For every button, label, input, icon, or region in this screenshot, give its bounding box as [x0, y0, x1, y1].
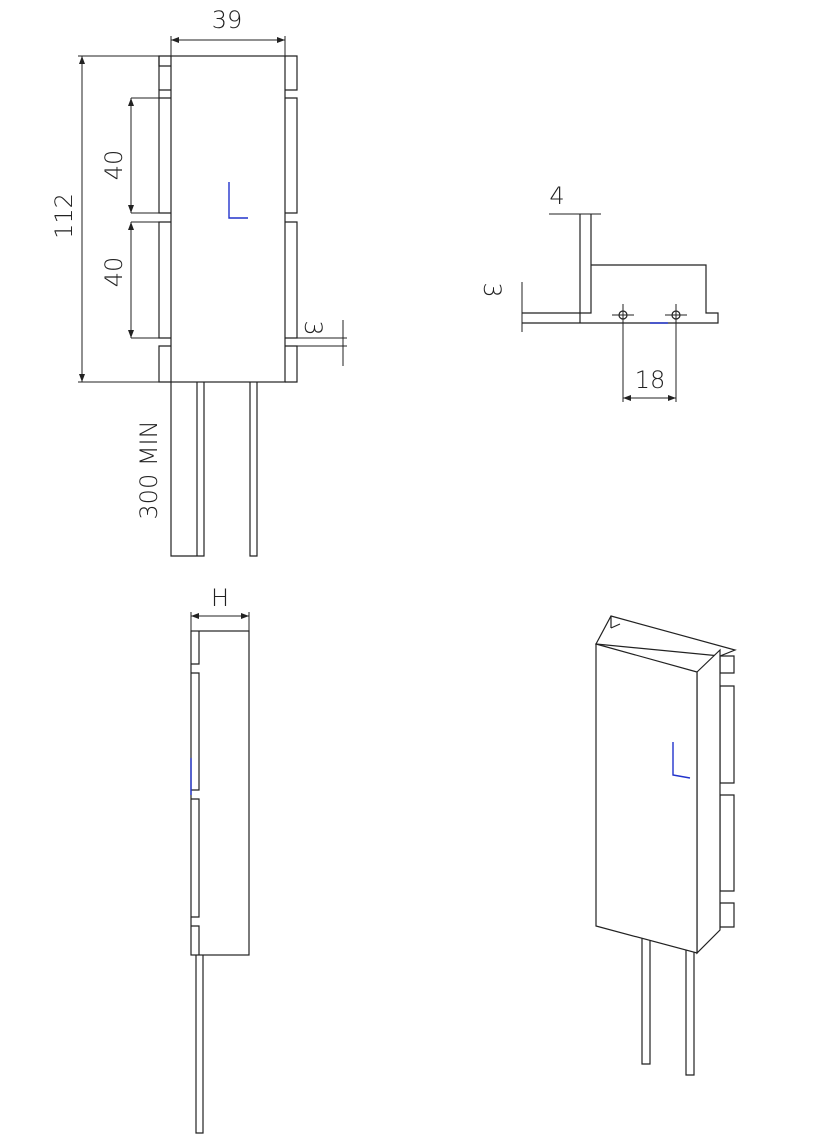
- lead-left: [170, 382, 205, 557]
- pitch-label-2: 40: [100, 257, 128, 288]
- iso-right-face: [696, 648, 721, 955]
- lead-length-label: 300 MIN: [135, 420, 163, 519]
- hole-spacing-label: 18: [635, 366, 666, 394]
- iso-front-face: [595, 643, 698, 954]
- iso-top-face: [595, 615, 737, 657]
- iso-lead-2: [685, 940, 695, 1076]
- side-lead: [195, 955, 204, 1134]
- iso-lead-1: [641, 925, 651, 1065]
- width-label: 39: [212, 6, 243, 34]
- wall-label: 4: [549, 182, 564, 210]
- top-view: 39 112 40 40 3 300 MIN: [50, 6, 347, 557]
- side-view: H: [190, 584, 250, 1134]
- left-tabs: [158, 55, 171, 383]
- end-view: 18 4 3: [478, 182, 719, 402]
- lead-right: [249, 382, 258, 557]
- base-label: 3: [478, 282, 506, 297]
- tab-label: 3: [299, 320, 327, 335]
- length-label: 112: [50, 193, 78, 239]
- iso-axis-marker: [672, 742, 691, 779]
- pitch-label-1: 40: [100, 150, 128, 181]
- body-outline: [170, 55, 286, 383]
- height-label: H: [211, 584, 229, 612]
- iso-tabs: [719, 655, 735, 928]
- isometric-view: [595, 615, 737, 1076]
- right-tabs: [285, 55, 298, 383]
- axis-marker: [228, 182, 248, 219]
